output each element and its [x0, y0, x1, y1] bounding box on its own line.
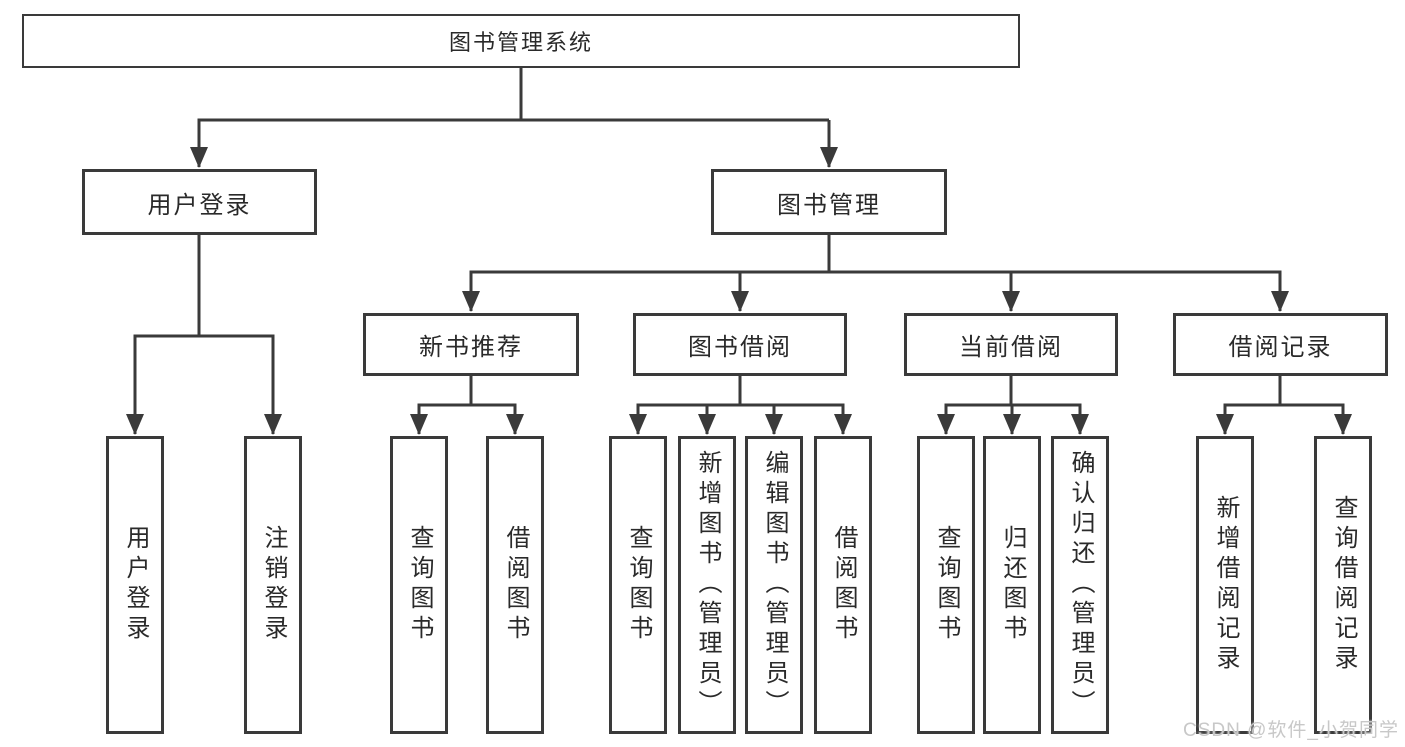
arrowhead-icon: [506, 414, 524, 435]
arrowhead-icon: [834, 414, 852, 435]
node-leaf-edit-books-admin: 编辑图书（管理员）: [745, 436, 803, 734]
node-leaf-user-login: 用户登录: [106, 436, 164, 734]
node-borrow-record: 借阅记录: [1173, 313, 1388, 376]
node-leaf-confirm-return-admin: 确认归还（管理员）: [1051, 436, 1109, 734]
node-current-borrow: 当前借阅: [904, 313, 1118, 376]
arrowhead-icon: [264, 414, 282, 435]
arrowhead-icon: [190, 147, 208, 168]
arrowhead-icon: [1002, 291, 1020, 312]
node-user-login: 用户登录: [82, 169, 317, 235]
node-leaf-add-borrow-record: 新增借阅记录: [1196, 436, 1254, 734]
node-book-borrow: 图书借阅: [633, 313, 847, 376]
csdn-watermark: CSDN @软件_小贺同学: [1183, 720, 1399, 741]
arrowhead-icon: [126, 414, 144, 435]
arrowhead-icon: [462, 291, 480, 312]
arrowhead-icon: [937, 414, 955, 435]
node-library-management-system: 图书管理系统: [22, 14, 1020, 68]
node-leaf-query-books: 查询图书: [917, 436, 975, 734]
arrowhead-icon: [765, 414, 783, 435]
arrowhead-icon: [629, 414, 647, 435]
node-leaf-logout: 注销登录: [244, 436, 302, 734]
arrowhead-icon: [1003, 414, 1021, 435]
arrowhead-icon: [731, 291, 749, 312]
arrowhead-icon: [1334, 414, 1352, 435]
node-leaf-borrow-books: 借阅图书: [814, 436, 872, 734]
node-leaf-query-books: 查询图书: [609, 436, 667, 734]
node-new-book-recommend: 新书推荐: [363, 313, 579, 376]
node-leaf-return-books: 归还图书: [983, 436, 1041, 734]
node-leaf-add-books-admin: 新增图书（管理员）: [678, 436, 736, 734]
node-leaf-query-books: 查询图书: [390, 436, 448, 734]
node-book-management: 图书管理: [711, 169, 947, 235]
arrowhead-icon: [698, 414, 716, 435]
node-leaf-query-borrow-record: 查询借阅记录: [1314, 436, 1372, 734]
arrowhead-icon: [1271, 291, 1289, 312]
arrowhead-icon: [1216, 414, 1234, 435]
arrowhead-icon: [820, 147, 838, 168]
arrowhead-icon: [1071, 414, 1089, 435]
arrowhead-icon: [410, 414, 428, 435]
node-leaf-borrow-books: 借阅图书: [486, 436, 544, 734]
